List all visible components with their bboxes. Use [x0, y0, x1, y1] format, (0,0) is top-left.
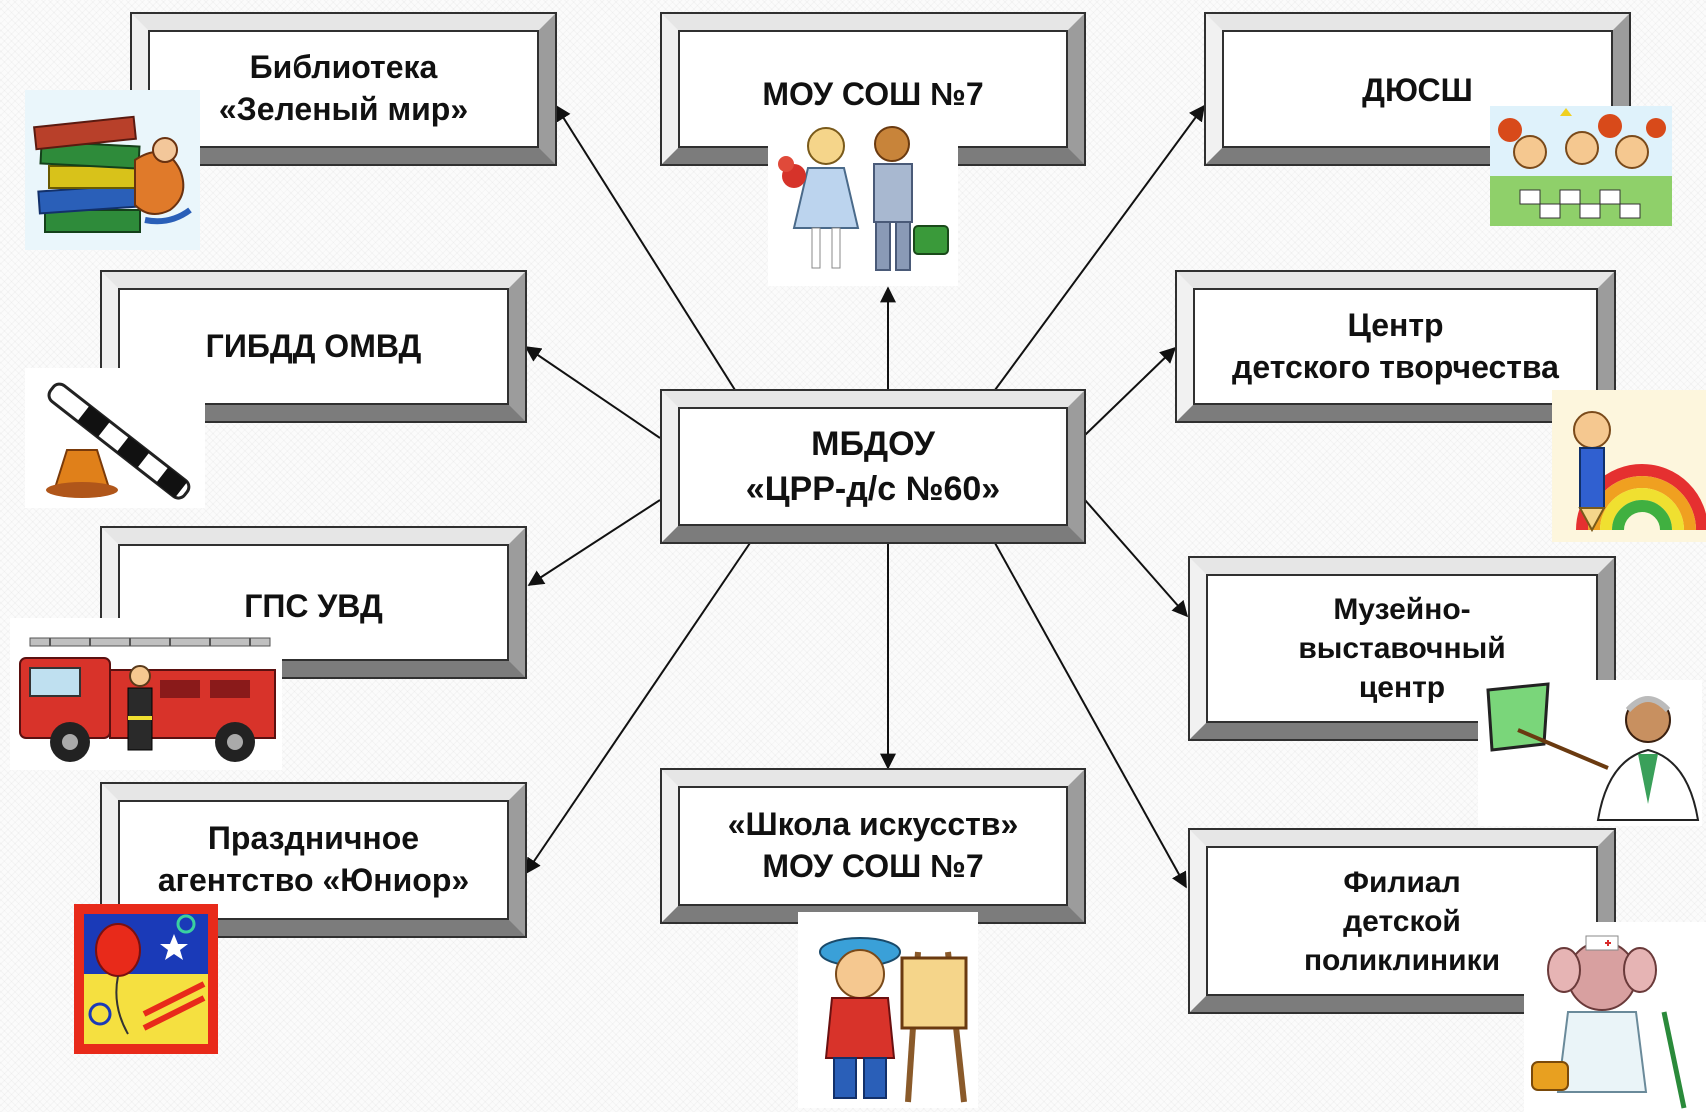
arrow-to-library — [555, 104, 736, 391]
doctor-icon — [1524, 922, 1706, 1112]
center-kindergarten-box: МБДОУ «ЦРР-д/с №60» — [662, 391, 1084, 542]
rainbow-pencil-icon — [1552, 390, 1706, 542]
fire-service-label: ГПС УВД — [118, 544, 509, 661]
arrow-to-clinic — [994, 542, 1187, 889]
school-box: МОУ СОШ №7 — [662, 14, 1084, 164]
kids-sports-icon — [1490, 106, 1672, 226]
arrow-to-sports — [994, 104, 1205, 391]
children-creativity-center-label: Центр детского творчества — [1193, 288, 1598, 405]
teacher-pointer-icon — [1478, 680, 1702, 826]
arrow-to-holiday-agency — [525, 542, 751, 875]
schoolchildren-icon — [768, 118, 958, 286]
library-box: Библиотека «Зеленый мир» — [132, 14, 555, 164]
balloon-party-icon — [74, 904, 218, 1054]
arrow-to-museum — [1084, 499, 1189, 618]
art-school-label: «Школа искусств» МОУ СОШ №7 — [678, 786, 1068, 906]
police-baton-icon — [25, 368, 205, 508]
art-school-box: «Школа искусств» МОУ СОШ №7 — [662, 770, 1084, 922]
holiday-agency-label: Праздничное агентство «Юниор» — [118, 800, 509, 920]
center-kindergarten-label: МБДОУ «ЦРР-д/с №60» — [678, 407, 1068, 526]
arrow-to-fire-service — [527, 499, 661, 586]
children-creativity-center-box: Центр детского творчества — [1177, 272, 1614, 421]
young-artist-icon — [798, 912, 978, 1108]
clinic-label: Филиал детской поликлиники — [1206, 846, 1598, 996]
fire-truck-icon — [10, 618, 282, 770]
arrow-to-creativity-center — [1084, 346, 1177, 436]
library-label: Библиотека «Зеленый мир» — [148, 30, 539, 148]
arrow-to-traffic-police — [524, 346, 661, 439]
books-icon — [25, 90, 200, 250]
school-label: МОУ СОШ №7 — [678, 30, 1068, 148]
